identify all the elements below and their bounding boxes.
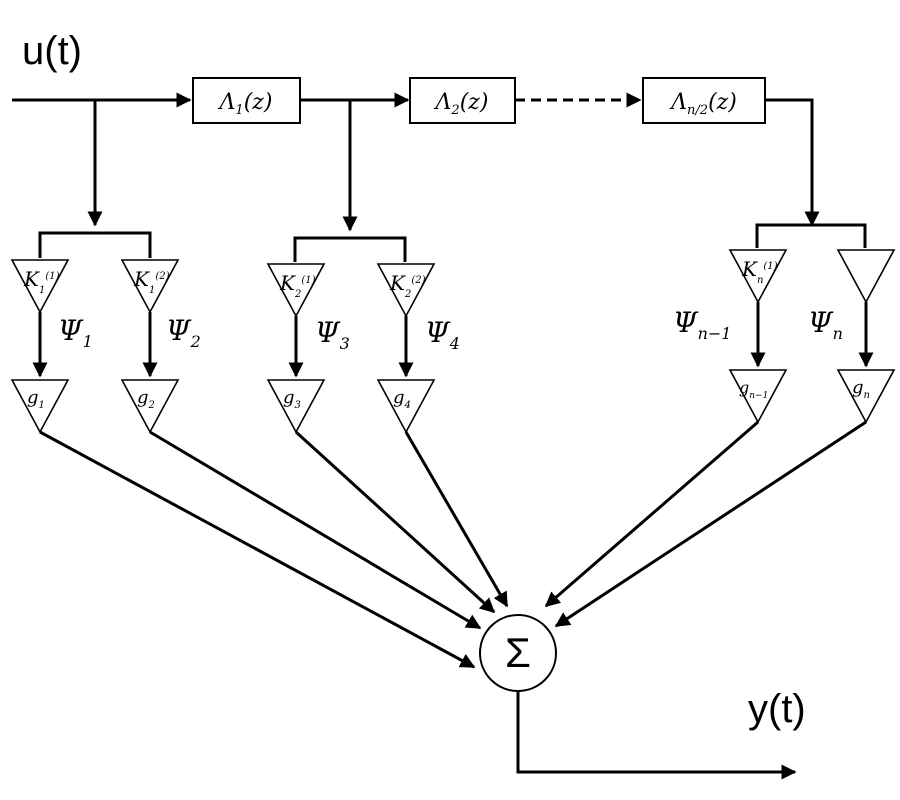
svg-text:g2: g2: [137, 387, 155, 411]
main-signal-chain: [12, 92, 820, 227]
psi-label-3: Ψ3: [315, 316, 350, 353]
summer-inputs: [39, 420, 867, 669]
summing-junction: Σ: [479, 614, 557, 692]
svg-text:Λn/2(z): Λn/2(z): [669, 90, 737, 118]
svg-text:gn−1: gn−1: [739, 378, 768, 401]
split-bar-3: [755, 223, 867, 248]
psi-label-4: Ψ4: [425, 316, 460, 353]
input-signal-label: u(t): [22, 29, 82, 73]
g-gain-2: g2: [120, 379, 180, 434]
lambda-block-1: Λ1(z): [192, 77, 301, 124]
k-gain-n-minus-1: Kn(1): [728, 249, 788, 304]
split-bar-1: [38, 231, 152, 258]
psi-label-n-minus-1: Ψn−1: [673, 306, 731, 343]
lambda-block-n-half: Λn/2(z): [642, 77, 766, 124]
psi-label-n: Ψn: [808, 306, 843, 343]
branch-taps: [38, 100, 867, 262]
psi-label-2: Ψ2: [166, 314, 201, 351]
g-gain-n: gn: [836, 369, 896, 424]
svg-text:K2(1): K2(1): [279, 271, 316, 300]
lambda-block-2: Λ2(z): [409, 77, 516, 124]
g-gain-n-minus-1: gn−1: [728, 369, 788, 424]
chain-output-line: [765, 98, 820, 227]
k-gain-2: K1(2): [120, 259, 180, 314]
k-gain-n: [836, 249, 896, 304]
svg-text:K2(2): K2(2): [389, 271, 426, 300]
g-gain-1: g1: [10, 379, 70, 434]
svg-text:g3: g3: [283, 387, 301, 411]
svg-text:K1(2): K1(2): [133, 267, 170, 296]
svg-text:g4: g4: [393, 387, 411, 411]
k-gain-1: K1(1): [10, 259, 70, 314]
svg-text:Λ1(z): Λ1(z): [218, 90, 273, 118]
svg-text:Λ2(z): Λ2(z): [434, 90, 489, 118]
psi-label-1: Ψ1: [58, 314, 93, 351]
sigma-symbol: Σ: [505, 629, 531, 676]
output-signal-label: y(t): [748, 687, 806, 731]
g-gain-4: g4: [376, 379, 436, 434]
branch-arrows: [32, 302, 874, 378]
svg-text:g1: g1: [27, 387, 45, 411]
k-gain-3: K2(1): [266, 263, 326, 318]
k-gain-4: K2(2): [376, 263, 436, 318]
psi-labels: Ψ1 Ψ2 Ψ3 Ψ4 Ψn−1 Ψn: [58, 306, 843, 353]
g-gain-3: g3: [266, 379, 326, 434]
svg-text:Kn(1): Kn(1): [741, 257, 778, 286]
output-line: [516, 691, 797, 780]
split-bar-2: [293, 236, 407, 262]
svg-text:K1(1): K1(1): [23, 267, 60, 296]
svg-text:gn: gn: [852, 377, 870, 401]
